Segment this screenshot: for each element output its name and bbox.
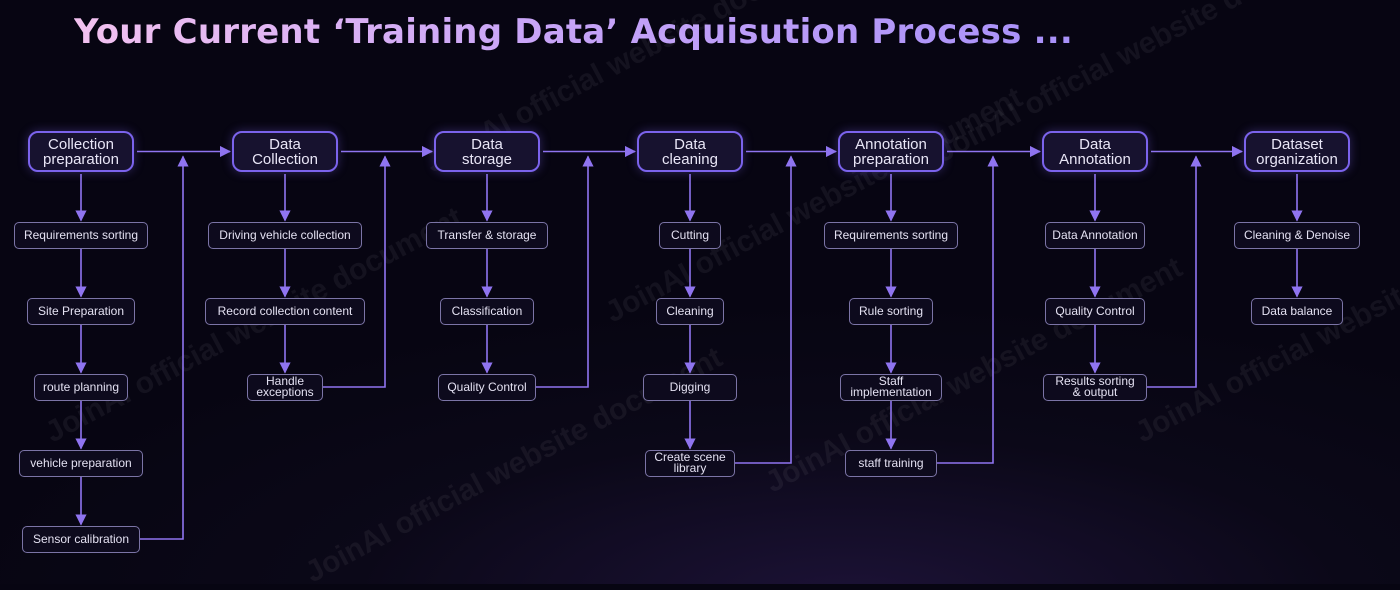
step-box: Requirements sorting <box>824 221 958 249</box>
step-label: route planning <box>42 379 120 394</box>
step-label: Quality Control <box>1055 303 1135 318</box>
step-box: Sensor calibration <box>22 525 140 553</box>
step-label: Data Annotation <box>1052 227 1138 242</box>
step-box: Classification <box>440 297 534 325</box>
step-label: Cutting <box>670 227 710 242</box>
step-box: Driving vehicle collection <box>208 221 362 249</box>
step-box: Record collection content <box>205 297 365 325</box>
step-box: Requirements sorting <box>14 221 148 249</box>
step-label: Site Preparation <box>37 303 125 318</box>
step-box: Rule sorting <box>849 297 933 325</box>
step-box: Staff implementation <box>840 373 942 401</box>
return-arrow <box>735 155 797 464</box>
stage-label: Dataset organization <box>1256 135 1338 168</box>
step-label: Transfer & storage <box>437 227 537 242</box>
return-arrow <box>536 155 594 388</box>
step-box: Cleaning & Denoise <box>1234 221 1360 249</box>
step-box: Cleaning <box>656 297 724 325</box>
step-box: route planning <box>34 373 128 401</box>
return-arrow <box>140 155 189 540</box>
stage-label: Data Annotation <box>1059 135 1131 168</box>
step-box: Handle exceptions <box>247 373 323 401</box>
step-label: Handle exceptions <box>256 374 314 399</box>
step-box: Digging <box>643 373 737 401</box>
step-label: Staff implementation <box>850 374 932 399</box>
step-box: Transfer & storage <box>426 221 548 249</box>
stage-box: Data Annotation <box>1042 131 1148 172</box>
step-label: Requirements sorting <box>23 227 139 242</box>
step-label: Driving vehicle collection <box>219 227 351 242</box>
step-label: Results sorting & output <box>1055 374 1135 399</box>
step-label: Sensor calibration <box>32 531 130 546</box>
step-label: Cleaning & Denoise <box>1243 227 1351 242</box>
step-label: Classification <box>451 303 523 318</box>
step-label: Digging <box>669 379 711 394</box>
step-label: Record collection content <box>217 303 353 318</box>
step-label: Data balance <box>1261 303 1333 318</box>
step-box: vehicle preparation <box>19 449 143 477</box>
step-label: vehicle preparation <box>30 455 132 470</box>
step-label: Quality Control <box>447 379 527 394</box>
step-label: Rule sorting <box>858 303 924 318</box>
step-label: staff training <box>858 455 924 470</box>
step-box: Site Preparation <box>27 297 135 325</box>
step-box: Results sorting & output <box>1043 373 1147 401</box>
stage-label: Data storage <box>461 135 513 168</box>
stage-box: Dataset organization <box>1244 131 1350 172</box>
stage-label: Annotation preparation <box>853 135 929 168</box>
stage-box: Data Collection <box>232 131 338 172</box>
step-label: Cleaning <box>666 303 714 318</box>
step-label: Requirements sorting <box>833 227 949 242</box>
page-title: Your Current ‘Training Data’ Acquisution… <box>74 12 1073 52</box>
stage-label: Collection preparation <box>43 135 119 168</box>
step-box: Data Annotation <box>1045 221 1145 249</box>
stage-label: Data cleaning <box>662 135 718 168</box>
return-arrow <box>937 155 999 464</box>
step-box: Create scene library <box>645 449 735 477</box>
step-label: Create scene library <box>654 450 726 475</box>
step-box: Quality Control <box>1045 297 1145 325</box>
return-arrow <box>1147 155 1202 388</box>
stage-label: Data Collection <box>252 135 318 168</box>
step-box: Cutting <box>659 221 721 249</box>
return-arrow <box>323 155 391 388</box>
step-box: Data balance <box>1251 297 1343 325</box>
stage-box: Data storage <box>434 131 540 172</box>
step-box: staff training <box>845 449 937 477</box>
stage-box: Data cleaning <box>637 131 743 172</box>
stage-box: Collection preparation <box>28 131 134 172</box>
stage-box: Annotation preparation <box>838 131 944 172</box>
step-box: Quality Control <box>438 373 536 401</box>
